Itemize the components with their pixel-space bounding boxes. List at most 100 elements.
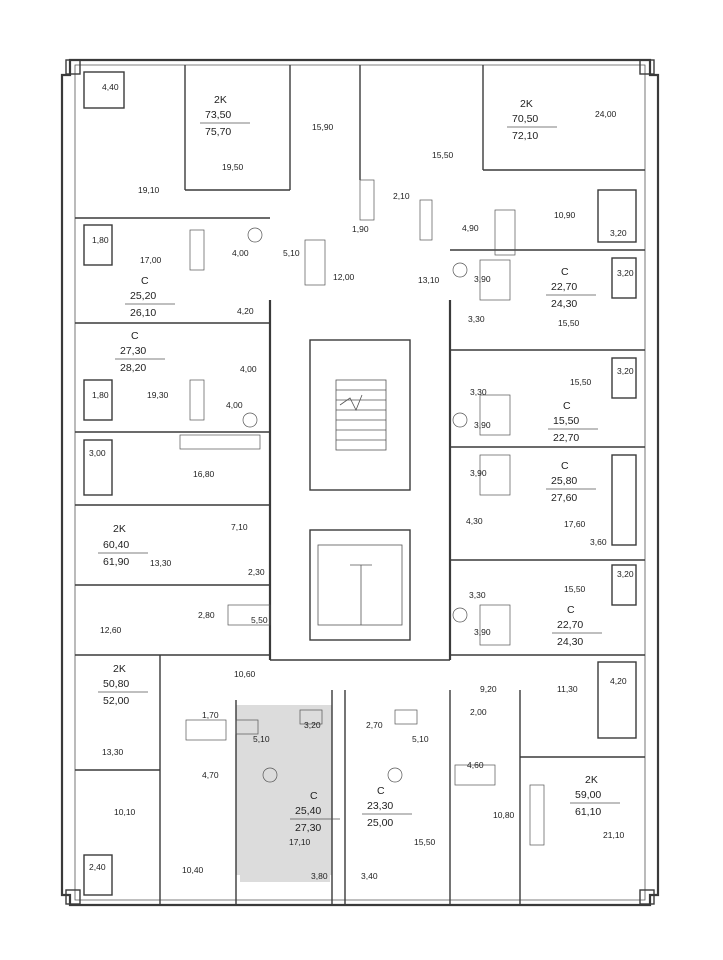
room-area: 12,60 (100, 625, 122, 635)
apartment-area: 73,50 (205, 109, 231, 121)
room-area: 17,60 (564, 519, 586, 529)
apartment-type: 2K (520, 98, 533, 110)
room-area: 1,90 (352, 224, 369, 234)
apartment-label[interactable]: C 25,20 26,10 (125, 275, 175, 319)
apartment-area: 25,80 (551, 475, 577, 487)
room-area: 2,00 (470, 707, 487, 717)
room-area: 4,00 (232, 248, 249, 258)
apartment-type: 2K (214, 94, 227, 106)
apartment-area: 59,00 (575, 789, 601, 801)
room-area: 3,20 (304, 720, 321, 730)
apartment-area: 15,50 (553, 415, 579, 427)
room-area: 3,90 (474, 627, 491, 637)
apartment-total-area: 61,90 (103, 556, 129, 568)
apartment-area: 22,70 (551, 281, 577, 293)
apartment-total-area: 52,00 (103, 695, 129, 707)
room-area: 3,20 (617, 268, 634, 278)
apartment-label[interactable]: 2K 70,50 72,10 (507, 98, 557, 142)
room-area: 15,50 (564, 584, 586, 594)
room-area: 4,00 (240, 364, 257, 374)
stair-core (309, 339, 411, 641)
room-area: 3,20 (617, 366, 634, 376)
room-area: 4,40 (102, 82, 119, 92)
room-area: 17,00 (140, 255, 162, 265)
room-area: 4,60 (467, 760, 484, 770)
apartment-label[interactable]: C 25,80 27,60 (546, 460, 596, 504)
apartment-type: C (310, 790, 318, 802)
room-area: 24,00 (595, 109, 617, 119)
room-area-labels: 4,40 19,50 15,90 15,50 24,00 19,10 2,10 … (89, 82, 634, 881)
apartment-labels: 2K 73,50 75,70 2K 70,50 72,10 C 25,20 26… (98, 94, 620, 834)
apartment-area: 50,80 (103, 678, 129, 690)
room-area: 4,20 (610, 676, 627, 686)
room-area: 2,10 (393, 191, 410, 201)
room-area: 10,10 (114, 807, 136, 817)
apartment-type: C (563, 400, 571, 412)
room-area: 15,50 (414, 837, 436, 847)
room-area: 13,30 (150, 558, 172, 568)
apartment-label[interactable]: C 23,30 25,00 (362, 785, 412, 829)
apartment-label[interactable]: C 22,70 24,30 (552, 604, 602, 648)
room-area: 2,80 (198, 610, 215, 620)
room-area: 13,10 (418, 275, 440, 285)
apartment-type: 2K (113, 663, 126, 675)
room-area: 19,30 (147, 390, 169, 400)
room-area: 7,10 (231, 522, 248, 532)
apartment-label[interactable]: 2K 73,50 75,70 (200, 94, 250, 138)
room-area: 4,00 (226, 400, 243, 410)
apartment-label[interactable]: C 27,30 28,20 (115, 330, 165, 374)
room-area: 3,30 (470, 387, 487, 397)
apartment-total-area: 28,20 (120, 362, 146, 374)
room-area: 16,80 (193, 469, 215, 479)
apartment-area: 25,20 (130, 290, 156, 302)
apartment-area: 60,40 (103, 539, 129, 551)
room-area: 5,10 (283, 248, 300, 258)
apartment-total-area: 24,30 (557, 636, 583, 648)
apartment-label[interactable]: C 15,50 22,70 (548, 400, 598, 444)
room-area: 4,90 (462, 223, 479, 233)
room-area: 19,50 (222, 162, 244, 172)
room-area: 2,30 (248, 567, 265, 577)
room-area: 3,90 (470, 468, 487, 478)
room-area: 3,60 (590, 537, 607, 547)
room-area: 3,20 (617, 569, 634, 579)
room-area: 15,50 (570, 377, 592, 387)
room-area: 15,50 (558, 318, 580, 328)
apartment-area: 23,30 (367, 800, 393, 812)
bathroom-fixtures (179, 179, 545, 846)
room-area: 10,40 (182, 865, 204, 875)
apartment-type: 2K (113, 523, 126, 535)
room-area: 3,40 (361, 871, 378, 881)
room-area: 1,80 (92, 390, 109, 400)
room-area: 3,90 (474, 274, 491, 284)
room-area: 3,90 (474, 420, 491, 430)
apartment-total-area: 61,10 (575, 806, 601, 818)
apartment-label[interactable]: C 22,70 24,30 (546, 266, 596, 310)
apartment-type: C (377, 785, 385, 797)
highlighted-unit[interactable] (236, 705, 332, 882)
room-area: 3,80 (311, 871, 328, 881)
apartment-area: 25,40 (295, 805, 321, 817)
room-area: 10,60 (234, 669, 256, 679)
room-area: 17,10 (289, 837, 311, 847)
apartment-total-area: 25,00 (367, 817, 393, 829)
room-area: 3,30 (469, 590, 486, 600)
room-area: 12,00 (333, 272, 355, 282)
apartment-total-area: 24,30 (551, 298, 577, 310)
apartment-area: 22,70 (557, 619, 583, 631)
apartment-label[interactable]: 2K 60,40 61,90 (98, 523, 148, 568)
apartment-total-area: 72,10 (512, 130, 538, 142)
apartment-label[interactable]: C 25,40 27,30 (290, 790, 340, 834)
room-area: 13,30 (102, 747, 124, 757)
apartment-label[interactable]: 2K 59,00 61,10 (570, 774, 620, 818)
apartment-type: C (561, 460, 569, 472)
apartment-total-area: 27,30 (295, 822, 321, 834)
room-area: 3,00 (89, 448, 106, 458)
apartment-label[interactable]: 2K 50,80 52,00 (98, 663, 148, 707)
apartment-type: 2K (585, 774, 598, 786)
apartment-total-area: 22,70 (553, 432, 579, 444)
room-area: 5,10 (412, 734, 429, 744)
outer-walls (60, 58, 660, 907)
room-area: 21,10 (603, 830, 625, 840)
